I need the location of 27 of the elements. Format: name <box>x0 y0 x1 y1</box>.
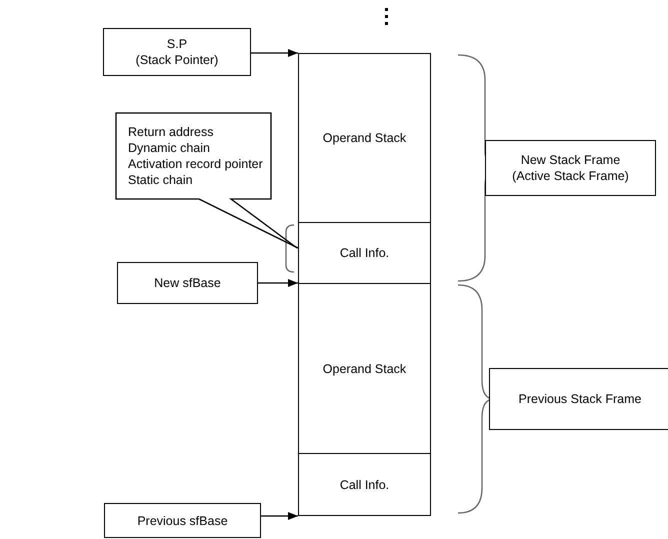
node-text: Call Info. <box>340 245 390 261</box>
node-text: Dynamic chain <box>128 140 210 156</box>
node-text: New sfBase <box>154 275 221 291</box>
frame-label-box <box>485 140 656 196</box>
stack-cell <box>298 283 431 454</box>
pointer-box <box>117 262 258 304</box>
node-text: Return address <box>128 124 214 140</box>
node-text: Call Info. <box>340 476 390 492</box>
pointer-box <box>103 28 251 76</box>
stack-cell <box>298 53 431 223</box>
node-text: Activation record pointer <box>128 156 263 172</box>
node-text: Operand Stack <box>322 360 406 376</box>
arrow <box>258 279 298 287</box>
stack-cell <box>298 453 431 516</box>
arrow <box>251 49 298 57</box>
node-text: (Active Stack Frame) <box>512 168 629 184</box>
node-text: (Stack Pointer) <box>136 52 218 68</box>
node-text: S.P <box>166 36 188 52</box>
node-text: Operand Stack <box>322 130 406 146</box>
pointer-box <box>104 503 261 538</box>
node-text: Previous Stack Frame <box>518 391 642 407</box>
node-text: Previous sfBase <box>137 512 228 528</box>
node-text: New Stack Frame <box>520 152 620 168</box>
node-text: Static chain <box>128 172 193 188</box>
arrow <box>261 512 298 520</box>
frame-label-box <box>489 368 668 430</box>
stack-cell <box>298 222 431 284</box>
